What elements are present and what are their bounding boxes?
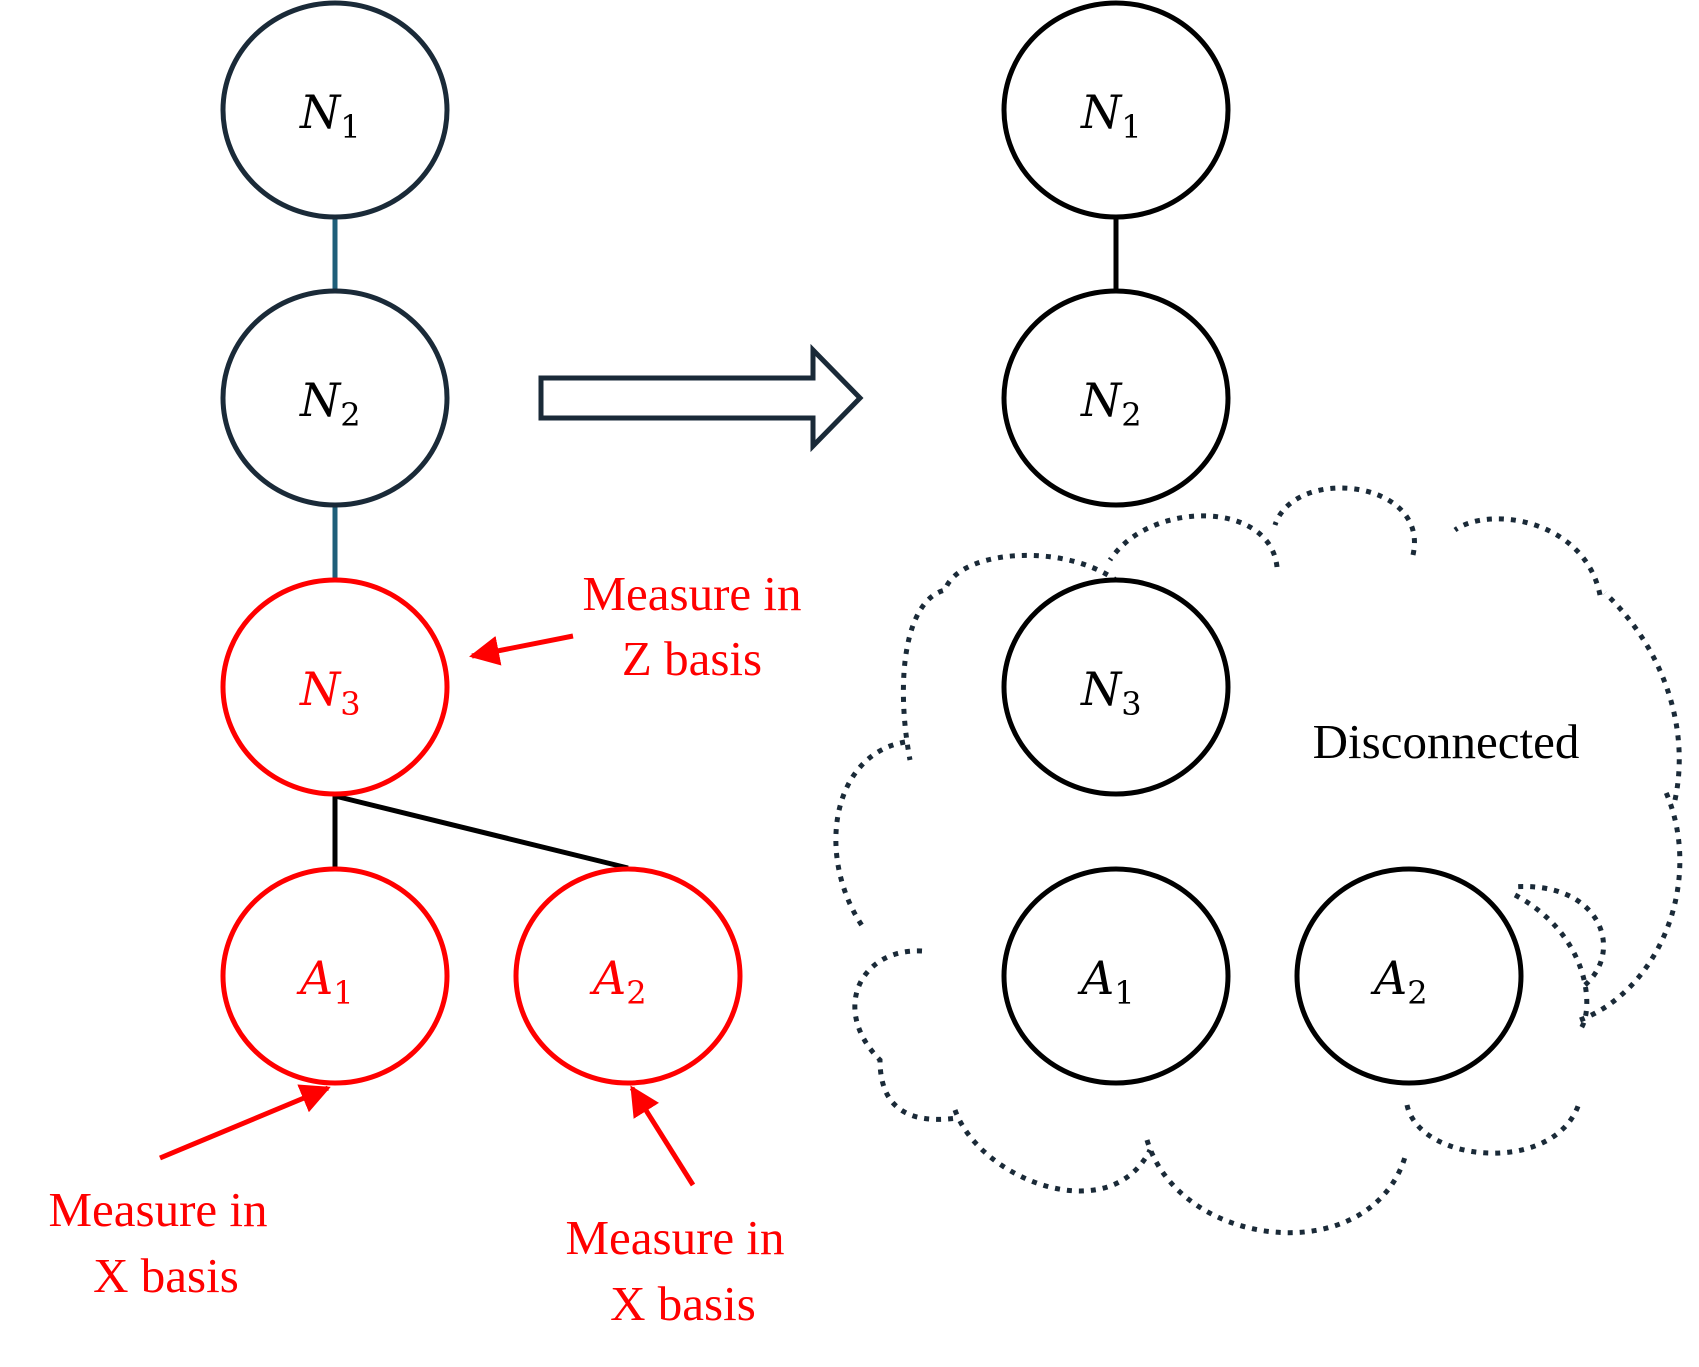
label-n1-right: N1	[1080, 85, 1142, 146]
arrow-x-basis-a1	[159, 1084, 331, 1161]
label-n2-left: N2	[299, 373, 361, 434]
edge-n3-a2	[334, 793, 629, 871]
disconnected-cloud	[833, 485, 1683, 1236]
label-n1-left: N1	[299, 85, 361, 146]
node-n1-right	[1001, 0, 1231, 220]
annotation-x1-line1: Measure in	[48, 1182, 267, 1237]
annotation-x2-line2: X basis	[610, 1276, 756, 1331]
node-a1-right	[1001, 866, 1231, 1086]
node-n3-left	[220, 577, 450, 797]
label-n2-right: N2	[1080, 373, 1142, 434]
node-a1-left	[220, 866, 450, 1086]
annotation-x2-line1: Measure in	[565, 1210, 784, 1265]
cloud-label: Disconnected	[1313, 714, 1580, 769]
node-n1-left	[220, 0, 450, 220]
node-n3-right	[1001, 577, 1231, 797]
node-a2-right	[1294, 866, 1524, 1086]
annotation-z-line1: Measure in	[582, 566, 801, 621]
arrow-x-basis-a2	[629, 1085, 696, 1187]
node-n2-right	[1001, 288, 1231, 508]
annotation-z-line2: Z basis	[622, 631, 762, 686]
node-a2-left	[513, 866, 743, 1086]
annotation-x1-line2: X basis	[93, 1248, 239, 1303]
label-a1-right: A1	[1077, 951, 1135, 1012]
label-n3-left: N3	[299, 662, 361, 723]
label-a2-right: A2	[1370, 951, 1428, 1012]
label-a1-left: A1	[296, 951, 354, 1012]
label-n3-right: N3	[1080, 662, 1142, 723]
node-n2-left	[220, 288, 450, 508]
arrow-z-basis	[469, 633, 574, 666]
label-a2-left: A2	[589, 951, 647, 1012]
transform-arrow-icon	[538, 343, 864, 453]
